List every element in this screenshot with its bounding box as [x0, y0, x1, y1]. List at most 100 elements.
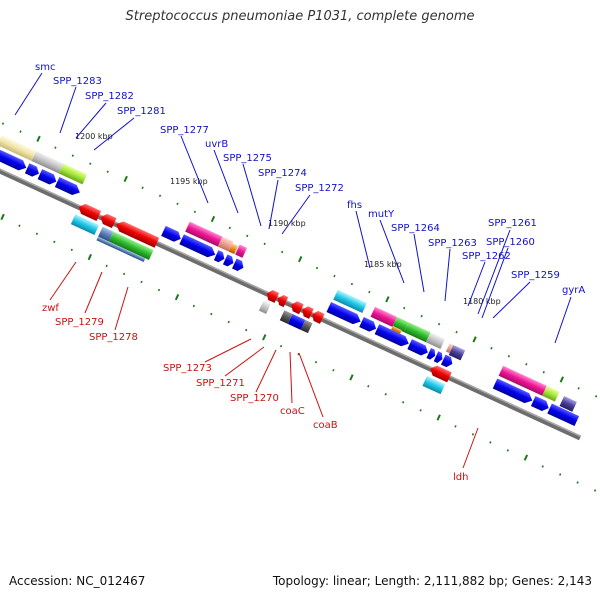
cds-arrow[interactable] [114, 219, 160, 248]
gene-label[interactable]: fhs [347, 200, 362, 211]
gene-label[interactable]: mutY [368, 209, 395, 220]
gene-label[interactable]: SPP_1263 [428, 238, 477, 249]
cds-arrow[interactable] [407, 339, 430, 357]
gene-label[interactable]: coaC [280, 406, 305, 417]
ruler-tick [140, 280, 143, 284]
cds-arrow[interactable] [492, 378, 535, 405]
gene-label[interactable]: SPP_1278 [89, 332, 138, 343]
gene-label[interactable]: gyrA [562, 285, 585, 296]
cds-arrow[interactable] [440, 354, 455, 369]
position-label: 1195 kbp [170, 177, 208, 186]
gene-label[interactable]: ldh [453, 472, 468, 483]
feature-block[interactable] [422, 375, 446, 395]
cds-arrow[interactable] [37, 169, 59, 187]
feature-block[interactable] [559, 395, 577, 412]
feature-block[interactable] [31, 150, 64, 174]
gene-label[interactable]: SPP_1273 [163, 363, 212, 374]
feature-block[interactable] [0, 135, 37, 161]
gene-label[interactable]: SPP_1282 [85, 91, 134, 102]
gene-label[interactable]: smc [35, 62, 55, 73]
ruler-tick [141, 186, 144, 190]
cds-arrow[interactable] [300, 305, 314, 319]
gene-label[interactable]: SPP_1272 [295, 183, 344, 194]
gene-label[interactable]: uvrB [205, 139, 228, 150]
cds-arrow[interactable] [54, 177, 82, 197]
cds-arrow[interactable] [289, 300, 304, 315]
feature-block[interactable] [287, 313, 306, 330]
ruler-tick [471, 433, 475, 436]
feature-block[interactable] [235, 244, 248, 258]
position-labels: 1200 kbp 1195 kbp 1190 kbp 1185 kbp 1180… [75, 132, 501, 306]
feature-block[interactable] [498, 365, 547, 396]
ruler-tick [420, 314, 423, 318]
feature-block[interactable] [279, 310, 293, 324]
cds-arrow[interactable] [310, 309, 325, 324]
feature-block[interactable] [542, 385, 560, 402]
cds-arrow[interactable] [433, 351, 445, 364]
gene-labels-bottom: zwf SPP_1279 SPP_1278 SPP_1273 SPP_1271 … [42, 303, 468, 483]
feature-block[interactable] [217, 236, 234, 252]
gene-label[interactable]: coaB [313, 420, 338, 431]
gene-label[interactable]: SPP_1275 [223, 153, 272, 164]
gene-label[interactable]: SPP_1283 [53, 76, 102, 87]
gene-label[interactable]: SPP_1259 [511, 270, 560, 281]
feature-block[interactable] [445, 343, 454, 354]
ruler-tick [350, 282, 354, 286]
gene-label[interactable]: zwf [42, 303, 59, 314]
cds-arrow[interactable] [222, 254, 236, 268]
feature-block[interactable] [300, 319, 313, 334]
cds-arrow[interactable] [547, 403, 580, 427]
ruler-tick [54, 146, 57, 149]
feature-block[interactable] [370, 306, 397, 327]
cds-arrow[interactable] [428, 364, 452, 383]
feature-block[interactable] [58, 163, 88, 185]
ruler-tick [523, 454, 529, 461]
cds-arrow[interactable] [232, 258, 246, 273]
ruler-tick [455, 330, 458, 334]
ruler-ticks [0, 122, 598, 492]
feature-block[interactable] [228, 243, 238, 255]
gene-label[interactable]: SPP_1270 [230, 393, 279, 404]
ruler-tick [454, 425, 457, 428]
feature-block[interactable] [185, 221, 223, 247]
feature-block[interactable] [448, 344, 466, 361]
cds-arrow[interactable] [374, 324, 411, 349]
gene-label[interactable]: SPP_1271 [196, 378, 245, 389]
gene-label[interactable]: SPP_1264 [391, 223, 440, 234]
gene-label[interactable]: SPP_1262 [462, 251, 511, 262]
gene-label[interactable]: SPP_1279 [55, 317, 104, 328]
feature-block[interactable] [333, 289, 367, 314]
gene-label[interactable]: SPP_1281 [117, 106, 166, 117]
ruler-tick [123, 175, 128, 183]
feature-block[interactable] [258, 300, 271, 314]
cds-arrow[interactable] [161, 225, 183, 244]
feature-block[interactable] [425, 332, 446, 349]
cds-arrow[interactable] [426, 347, 437, 361]
cds-arrow[interactable] [0, 148, 29, 173]
feature-block[interactable] [108, 231, 154, 261]
cds-arrow[interactable] [24, 163, 41, 178]
cds-arrow[interactable] [275, 293, 289, 308]
cds-arrow[interactable] [530, 396, 551, 413]
ruler-tick [314, 360, 318, 364]
gene-label[interactable]: SPP_1260 [486, 237, 535, 248]
ruler-tick [385, 296, 390, 303]
feature-block[interactable] [96, 236, 146, 263]
cds-arrow[interactable] [76, 202, 102, 222]
ruler-tick [559, 376, 564, 383]
gene-label[interactable]: SPP_1277 [160, 125, 209, 136]
feature-block[interactable] [391, 325, 402, 334]
feature-block[interactable] [70, 214, 100, 235]
cds-arrow[interactable] [359, 317, 378, 334]
feature-block[interactable] [404, 322, 431, 343]
cds-arrow[interactable] [265, 288, 280, 303]
cds-arrow[interactable] [98, 212, 117, 229]
cds-arrow[interactable] [179, 234, 217, 259]
gene-label[interactable]: SPP_1261 [488, 218, 537, 229]
cds-arrow[interactable] [326, 301, 363, 327]
cds-arrow[interactable] [213, 250, 227, 264]
ruler-tick [367, 384, 370, 388]
ruler-tick [53, 240, 56, 244]
feature-block[interactable] [98, 226, 114, 242]
gene-label[interactable]: SPP_1274 [258, 168, 307, 179]
